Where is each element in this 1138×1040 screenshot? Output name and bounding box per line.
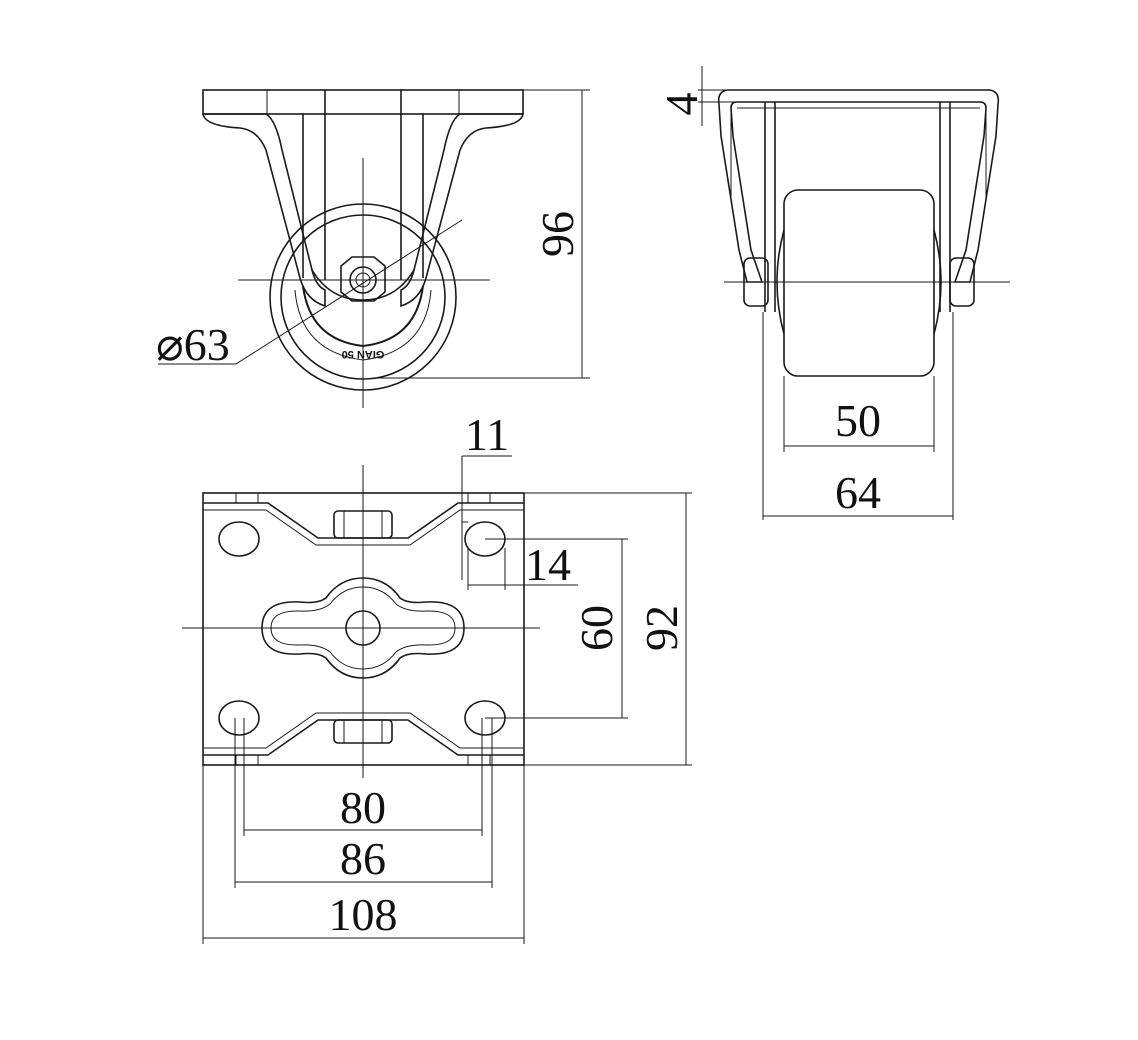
dim-wheel-width: 50 <box>835 395 881 446</box>
dim-wheel-diameter: ⌀63 <box>156 319 230 370</box>
dim-bracket-width: 64 <box>835 467 881 518</box>
top-view: 11 14 60 92 80 86 108 <box>182 409 692 944</box>
front-top-plate <box>202 89 524 115</box>
dim-plate-width: 108 <box>329 889 398 940</box>
dim-hole-spacing-short: 60 <box>571 605 622 651</box>
dim-slot-length: 14 <box>525 539 571 590</box>
front-view: GIAN 50 ⌀63 96 <box>156 89 590 408</box>
side-view: 4 50 64 <box>656 66 1010 520</box>
mounting-hole-top-left <box>218 521 260 557</box>
dim-hole-spacing-outer: 86 <box>340 833 386 884</box>
dim-total-height: 96 <box>532 211 583 257</box>
side-bracket <box>717 89 1000 283</box>
mounting-hole-bottom-left <box>218 700 260 736</box>
dim-plate-length: 92 <box>636 605 687 651</box>
side-wheel <box>783 189 935 377</box>
dim-plate-thickness: 4 <box>656 93 707 116</box>
dim-hole-spacing-inner: 80 <box>340 782 386 833</box>
dim-hole-diameter: 11 <box>465 409 509 460</box>
